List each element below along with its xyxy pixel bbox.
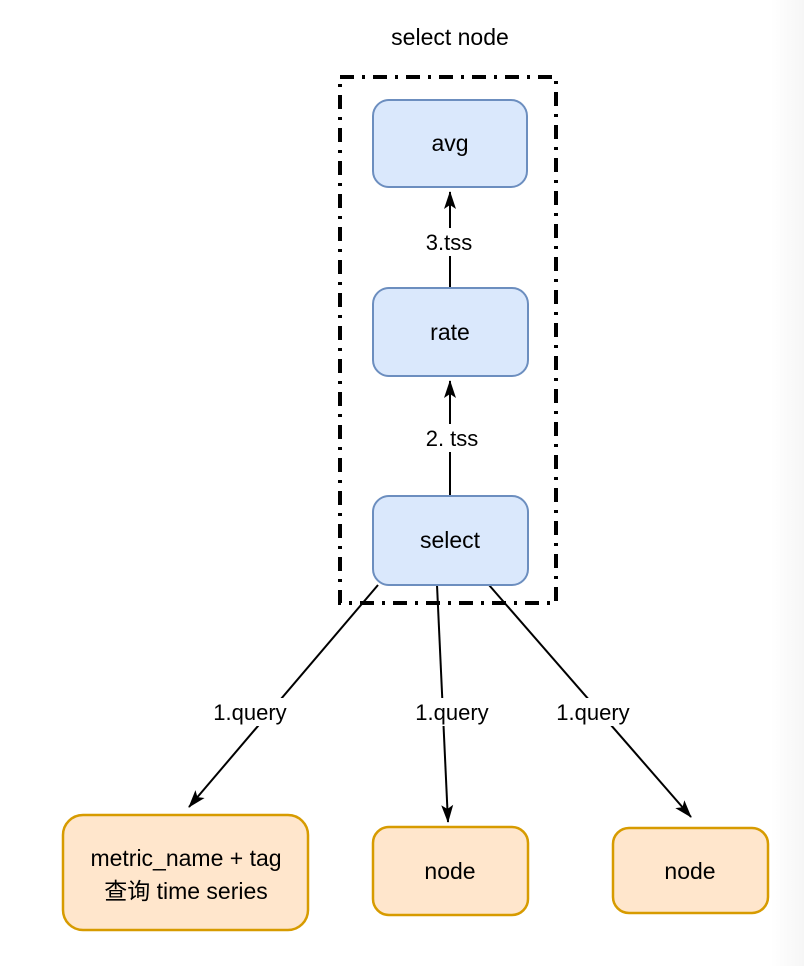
edge-label-select-to-node-right: 1.query [556, 700, 629, 725]
edge-label-bg [553, 698, 633, 726]
node-rate: rate [372, 287, 529, 377]
node-select-label: select [420, 527, 481, 553]
group-title: select node [391, 24, 509, 50]
node-avg: avg [372, 99, 528, 188]
node-right: node [611, 826, 770, 915]
node-avg-label: avg [431, 130, 468, 156]
edge-label-select-to-node-mid: 1.query [415, 700, 488, 725]
edge-label-select-to-rate: 2. tss [426, 426, 479, 451]
node-avg-shape [372, 99, 528, 188]
node-select-shape [372, 495, 529, 586]
edge-label-bg [417, 424, 489, 452]
node-mid: node [371, 825, 530, 917]
edge-label-bg [210, 698, 290, 726]
node-select: select [372, 495, 529, 586]
node-right-shape [611, 826, 770, 915]
node-rate-shape [372, 287, 529, 377]
node-right-label: node [664, 858, 715, 884]
node-metric-query-label-line2: 查询 time series [104, 878, 268, 904]
edge-label-bg [412, 698, 492, 726]
node-rate-label: rate [430, 319, 470, 345]
edge-label-bg [417, 228, 481, 256]
node-mid-shape [371, 825, 530, 917]
edge-label-select-to-metric-query: 1.query [213, 700, 286, 725]
node-metric-query-label-line1: metric_name + tag [90, 845, 281, 871]
node-metric-query-shape [61, 813, 310, 932]
node-metric-query: metric_name + tag 查询 time series [61, 813, 310, 932]
edge-select-to-metric-query [188, 584, 379, 808]
edge-label-rate-to-avg: 3.tss [426, 230, 472, 255]
node-mid-label: node [424, 858, 475, 884]
select-node-group-border [338, 75, 558, 605]
